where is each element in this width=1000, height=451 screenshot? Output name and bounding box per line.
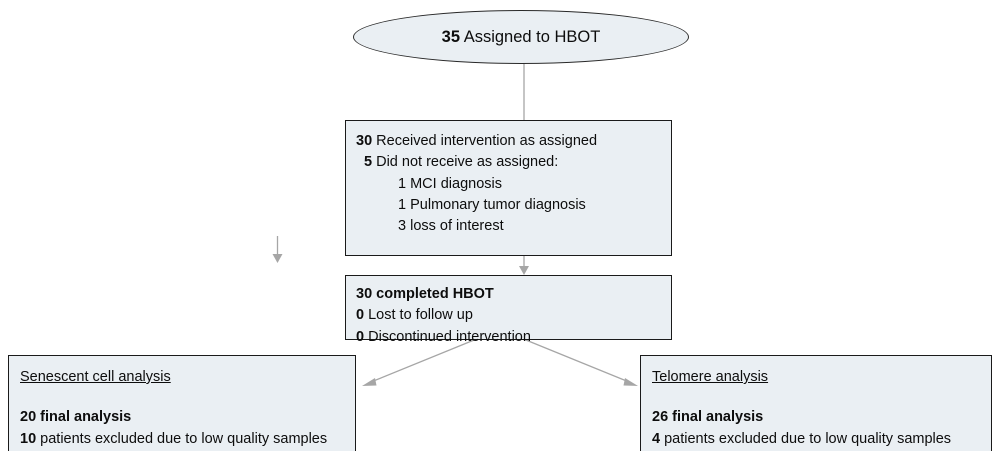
- received-line-3: 1 MCI diagnosis: [356, 174, 671, 195]
- completed-line-1: 30 completed HBOT: [356, 284, 671, 305]
- received-line-2-count: 5: [364, 154, 373, 171]
- completed-line-3-count: 0: [356, 328, 365, 345]
- node-telomere-analysis: Telomere analysis 26 final analysis 4 pa…: [640, 355, 992, 451]
- received-line-4-label: Pulmonary tumor diagnosis: [406, 196, 586, 213]
- connector-completed-to-senescent: [362, 337, 480, 386]
- stray-down-arrow-icon: [272, 236, 283, 263]
- received-line-4-count: 1: [398, 196, 407, 213]
- node-assigned-to-hbot: 35 Assigned to HBOT: [353, 10, 689, 64]
- completed-line-2: 0 Lost to follow up: [356, 305, 671, 326]
- telomere-heading: Telomere analysis: [652, 369, 769, 385]
- telomere-line-2-label: patients excluded due to low quality sam…: [660, 430, 952, 447]
- received-line-5-count: 3: [398, 218, 407, 235]
- assigned-count: 35: [441, 27, 461, 46]
- completed-line-3: 0 Discontinued intervention: [356, 327, 671, 348]
- telomere-line-1-count: 26: [652, 409, 669, 426]
- received-line-2: 5 Did not receive as assigned:: [356, 152, 671, 173]
- completed-line-3-label: Discontinued intervention: [364, 328, 531, 345]
- telomere-line-2: 4 patients excluded due to low quality s…: [652, 429, 991, 450]
- node-completed-hbot: 30 completed HBOT 0 Lost to follow up 0 …: [345, 275, 672, 345]
- received-line-1-label: Received intervention as assigned: [372, 133, 598, 149]
- node-senescent-cell-analysis: Senescent cell analysis 20 final analysi…: [8, 355, 356, 451]
- completed-line-2-count: 0: [356, 307, 365, 324]
- senescent-line-2-count: 10: [20, 430, 37, 447]
- received-line-1-count: 30: [356, 133, 373, 149]
- connector-assigned-to-received: [523, 60, 525, 120]
- assigned-text: 35 Assigned to HBOT: [442, 25, 601, 49]
- senescent-line-1-count: 20: [20, 409, 37, 426]
- received-line-5: 3 loss of interest: [356, 216, 671, 237]
- connector-received-to-completed: [519, 255, 529, 275]
- connector-completed-to-telomere: [520, 337, 638, 386]
- senescent-line-2-label: patients excluded due to low quality sam…: [36, 430, 328, 447]
- received-line-1: 30 Received intervention as assigned: [356, 131, 671, 152]
- received-line-3-count: 1: [398, 175, 407, 192]
- telomere-line-1: 26 final analysis: [652, 407, 991, 428]
- received-line-3-label: MCI diagnosis: [406, 175, 502, 192]
- telomere-line-1-label: final analysis: [668, 409, 764, 426]
- received-line-2-label: Did not receive as assigned:: [372, 154, 559, 171]
- received-line-5-label: loss of interest: [406, 218, 504, 235]
- completed-line-1-count: 30: [356, 286, 373, 302]
- senescent-line-2: 10 patients excluded due to low quality …: [20, 429, 355, 450]
- senescent-line-1-label: final analysis: [36, 409, 132, 426]
- assigned-label: Assigned to HBOT: [460, 27, 601, 46]
- senescent-spacer: [20, 388, 355, 407]
- telomere-spacer: [652, 388, 991, 407]
- completed-line-2-label: Lost to follow up: [364, 307, 473, 324]
- received-line-4: 1 Pulmonary tumor diagnosis: [356, 195, 671, 216]
- senescent-line-1: 20 final analysis: [20, 407, 355, 428]
- telomere-line-2-count: 4: [652, 430, 661, 447]
- senescent-heading: Senescent cell analysis: [20, 369, 171, 385]
- completed-line-1-label: completed HBOT: [372, 286, 494, 302]
- node-received-intervention: 30 Received intervention as assigned 5 D…: [345, 120, 672, 256]
